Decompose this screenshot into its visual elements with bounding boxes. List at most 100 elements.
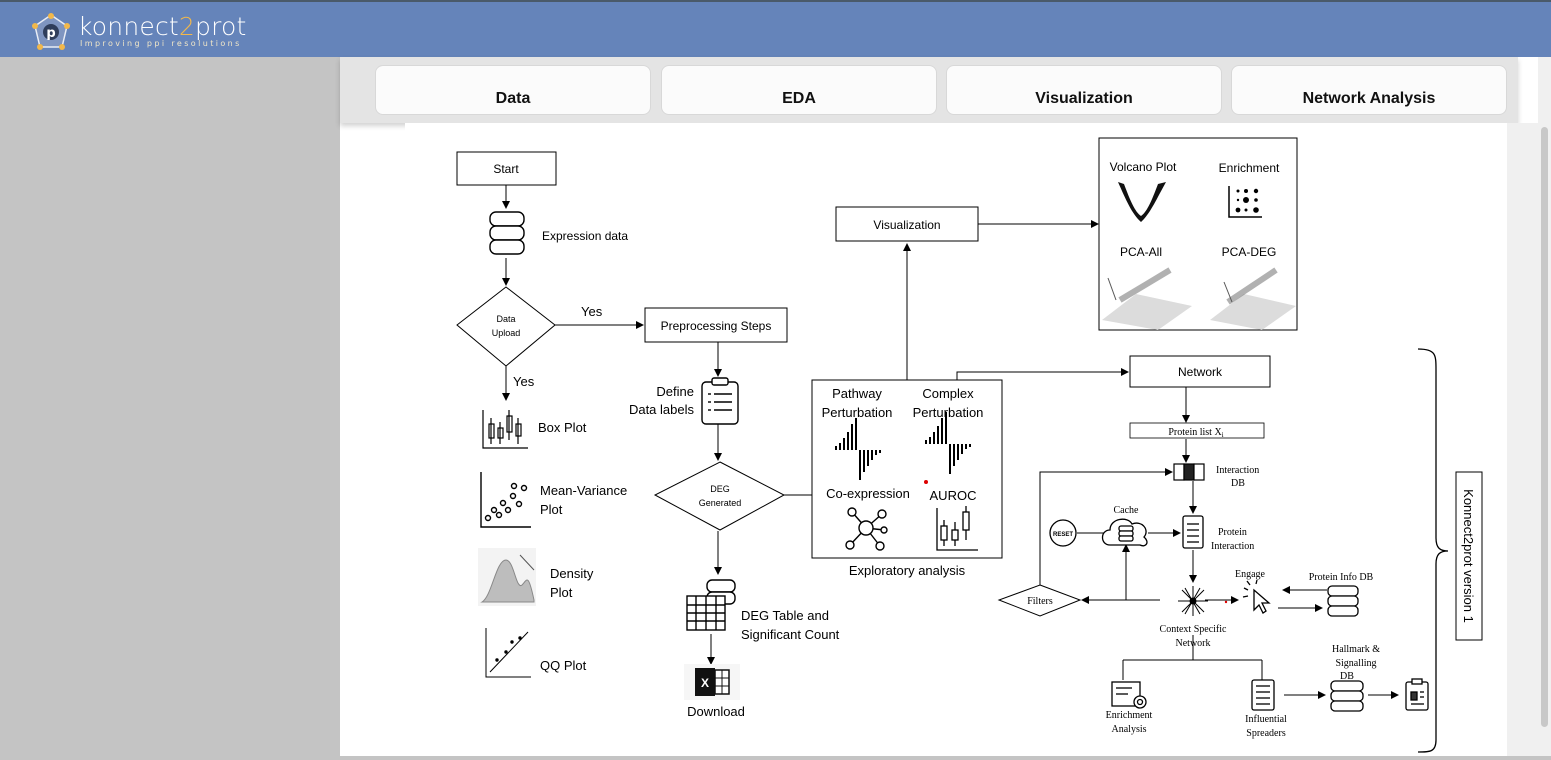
exploratory-label: Exploratory analysis xyxy=(849,563,966,578)
mean-variance-icon xyxy=(480,472,531,528)
deg-label-2: Generated xyxy=(699,498,742,508)
protein-interaction-label-2: Interaction xyxy=(1211,541,1254,552)
pathway-perturbation-icon xyxy=(835,418,881,480)
version-box xyxy=(1455,471,1483,641)
start-node xyxy=(456,151,557,186)
clipboard-icon xyxy=(701,377,739,425)
tab-data[interactable]: Data xyxy=(375,65,651,115)
protein-list-node xyxy=(1129,422,1265,439)
density-plot-icon xyxy=(478,548,536,606)
volcano-plot-icon xyxy=(1118,182,1166,222)
complex-label-1: Complex xyxy=(922,386,974,401)
enrichment-analysis-icon xyxy=(1111,681,1147,709)
influential-label-2: Spreaders xyxy=(1246,728,1286,739)
hallmark-label-2: Signalling xyxy=(1335,658,1376,669)
complex-perturbation-icon xyxy=(925,412,971,474)
workflow-diagram: Start Expression data Data Upload Yes Ye… xyxy=(405,123,1507,756)
top-border xyxy=(0,0,1551,2)
exploratory-panel xyxy=(811,379,1003,559)
interaction-db-icon xyxy=(1173,463,1205,481)
report-clipboard-icon xyxy=(1405,678,1429,711)
tab-visualization[interactable]: Visualization xyxy=(946,65,1222,115)
coexpression-label: Co-expression xyxy=(826,486,910,501)
deg-label-1: DEG xyxy=(710,484,730,494)
start-label: Start xyxy=(493,162,519,176)
cache-label: Cache xyxy=(1114,505,1140,516)
brand-name: konnect2prot xyxy=(78,12,247,41)
pca-deg-icon xyxy=(1210,267,1296,330)
hallmark-label-3: DB xyxy=(1340,671,1354,682)
excel-icon: X xyxy=(684,664,740,700)
deg-table-label-2: Significant Count xyxy=(741,627,840,642)
visualization-node xyxy=(835,206,979,242)
deg-table-label-1: DEG Table and xyxy=(741,608,829,623)
network-node xyxy=(1129,355,1271,388)
page-scrollbar[interactable] xyxy=(1538,57,1551,756)
context-network-icon xyxy=(1178,586,1208,616)
sidebar xyxy=(0,57,340,756)
download-label: Download xyxy=(687,704,745,719)
context-network-label-2: Network xyxy=(1176,638,1211,649)
workflow-svg: Start Expression data Data Upload Yes Ye… xyxy=(456,137,1483,753)
auroc-label: AUROC xyxy=(930,488,977,503)
network-label: Network xyxy=(1178,365,1223,379)
data-upload-label-2: Upload xyxy=(492,328,521,338)
qq-plot-icon xyxy=(485,628,531,678)
hallmark-label-1: Hallmark & xyxy=(1332,644,1380,655)
define-label-1: Define xyxy=(656,384,694,399)
yes-right-label: Yes xyxy=(581,304,603,319)
yes-down-label: Yes xyxy=(513,374,535,389)
protein-list-label: Protein list Xi xyxy=(1168,427,1223,439)
visualization-node-label: Visualization xyxy=(873,218,940,232)
interaction-db-label-2: DB xyxy=(1231,478,1245,489)
tab-network-analysis[interactable]: Network Analysis xyxy=(1231,65,1507,115)
coexpression-network-icon xyxy=(845,507,888,551)
scrollbar-thumb[interactable] xyxy=(1541,127,1548,727)
complex-label-2: Perturbation xyxy=(913,405,984,420)
pca-all-icon xyxy=(1102,267,1192,330)
data-upload-decision xyxy=(456,286,556,367)
brand-tagline: Improving ppi resolutions xyxy=(80,39,242,48)
density-label-2: Plot xyxy=(550,585,573,600)
pathway-label-2: Perturbation xyxy=(822,405,893,420)
tab-eda[interactable]: EDA xyxy=(661,65,937,115)
deg-decision xyxy=(653,461,786,531)
box-plot-icon xyxy=(482,410,528,449)
data-upload-label-1: Data xyxy=(496,314,515,324)
enrichment-plot-icon xyxy=(1228,186,1262,218)
pca-all-label: PCA-All xyxy=(1120,245,1162,259)
app-logo[interactable]: p konnect2prot Improving ppi resolutions xyxy=(30,12,246,52)
pca-deg-label: PCA-DEG xyxy=(1222,245,1277,259)
cache-cloud-icon xyxy=(1101,518,1148,547)
svg-text:X: X xyxy=(701,676,709,690)
reset-icon[interactable] xyxy=(1049,519,1077,547)
protein-interaction-label-1: Protein xyxy=(1218,527,1247,538)
tab-bar: Data EDA Visualization Network Analysis xyxy=(340,57,1518,123)
auroc-candlestick-icon xyxy=(936,506,978,551)
filters-label: Filters xyxy=(1027,596,1053,607)
engage-label: Engage xyxy=(1235,569,1266,580)
logo-wordmark: konnect2prot Improving ppi resolutions xyxy=(78,12,247,48)
define-label-2: Data labels xyxy=(629,402,695,417)
context-network-label-1: Context Specific xyxy=(1160,624,1227,635)
version-brace xyxy=(1417,348,1449,753)
protein-interaction-icon xyxy=(1182,515,1204,549)
mean-variance-label-2: Plot xyxy=(540,502,563,517)
qq-plot-label: QQ Plot xyxy=(540,658,587,673)
reset-label: RESET xyxy=(1053,532,1073,538)
content-margin xyxy=(1507,123,1538,756)
pathway-label-1: Pathway xyxy=(832,386,882,401)
volcano-label: Volcano Plot xyxy=(1110,160,1177,174)
version-label: Konnect2prot version 1 xyxy=(1461,489,1476,623)
filters-node xyxy=(997,584,1082,617)
app-header: p konnect2prot Improving ppi resolutions xyxy=(0,2,1551,57)
red-dot-2 xyxy=(1224,600,1228,604)
mean-variance-label-1: Mean-Variance xyxy=(540,483,627,498)
protein-info-db-label: Protein Info DB xyxy=(1309,572,1374,583)
influential-label-1: Influential xyxy=(1245,714,1287,725)
influential-spreaders-icon xyxy=(1251,679,1275,711)
database-icon xyxy=(489,211,525,255)
hallmark-db-icon xyxy=(1330,680,1364,712)
cursor-click-icon xyxy=(1242,579,1271,614)
box-plot-label: Box Plot xyxy=(538,420,587,435)
